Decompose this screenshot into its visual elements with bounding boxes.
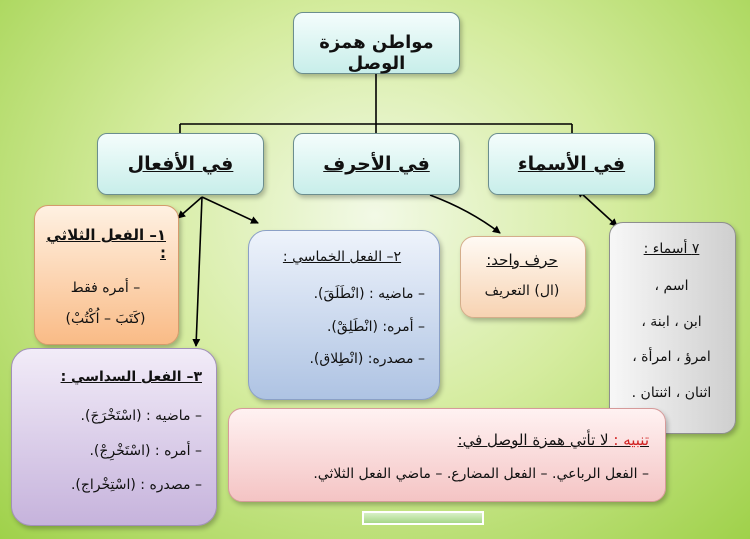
trilateral-line-2: (كَتَبَ – اُكْتُبْ) [65,310,146,327]
sextilateral-line-1: – ماضيه : (اسْتَخْرَجَ). [80,407,202,424]
category-verbs-label: في الأفعال [127,153,234,175]
quinquiliteral-verb-box: ٢– الفعل الخماسي : – ماضيه : (انْطَلَقَ)… [248,230,440,400]
note-label: تنبيه : [613,431,649,449]
arrow-to-one-letter [429,194,501,234]
seven-nouns-heading: ٧ أسماء : [643,241,700,257]
sextilateral-line-3: – مصدره : (اسْتِخْراج). [70,477,202,494]
arrow-to-seven-nouns [576,189,618,227]
decorative-bar [362,511,484,525]
sextilateral-heading: ٣– الفعل السداسي : [60,369,202,385]
note-text: لا تأتي همزة الوصل في: [457,431,609,449]
category-nouns-label: في الأسماء [517,153,626,175]
category-letters-label: في الأحرف [323,153,430,175]
quinquiliteral-heading: ٢– الفعل الخماسي : [282,249,402,265]
one-letter-box: حرف واحد: (ال) التعريف [460,236,586,318]
seven-nouns-line-3: امرؤ ، امرأة ، [632,349,711,366]
quinquiliteral-line-2: – أمره: (انْطَلِقْ). [326,318,425,335]
one-letter-line-1: (ال) التعريف [484,283,560,299]
sextilateral-verb-box: ٣– الفعل السداسي : – ماضيه : (اسْتَخْرَج… [11,348,217,526]
seven-nouns-line-4: اثنان ، اثنتان . [631,385,712,402]
main-title-box: مواطن همزة الوصل [293,12,460,74]
trilateral-heading: ١– الفعل الثلاثي : [46,226,166,262]
trilateral-line-1: – أمره فقط [70,280,141,296]
trilateral-verb-box: ١– الفعل الثلاثي : – أمره فقط (كَتَبَ – … [34,205,179,345]
category-verbs-box: في الأفعال [97,133,264,195]
main-title: مواطن همزة الوصل [319,32,434,74]
seven-nouns-line-2: ابن ، ابنة ، [641,313,702,330]
arrow-to-sextilateral [192,196,203,347]
quinquiliteral-line-3: – مصدره: (انْطِلاق). [309,351,425,368]
seven-nouns-box: ٧ أسماء : اسم ، ابن ، ابنة ، امرؤ ، امرأ… [609,222,736,434]
note-line-1: – الفعل الرباعي. – الفعل المضارع. – ماضي… [313,466,649,482]
seven-nouns-line-1: اسم ، [654,277,689,294]
quinquiliteral-line-1: – ماضيه : (انْطَلَقَ). [313,285,425,302]
arrow-to-quinquiliteral [201,196,259,224]
sextilateral-line-2: – أمره : (اسْتَخْرِجْ). [89,442,202,459]
note-box: تنبيه : لا تأتي همزة الوصل في: – الفعل ا… [228,408,666,502]
one-letter-heading: حرف واحد: [486,251,558,269]
category-letters-box: في الأحرف [293,133,460,195]
note-heading: تنبيه : لا تأتي همزة الوصل في: [239,431,649,449]
arrow-to-trilateral [177,196,203,219]
category-nouns-box: في الأسماء [488,133,655,195]
